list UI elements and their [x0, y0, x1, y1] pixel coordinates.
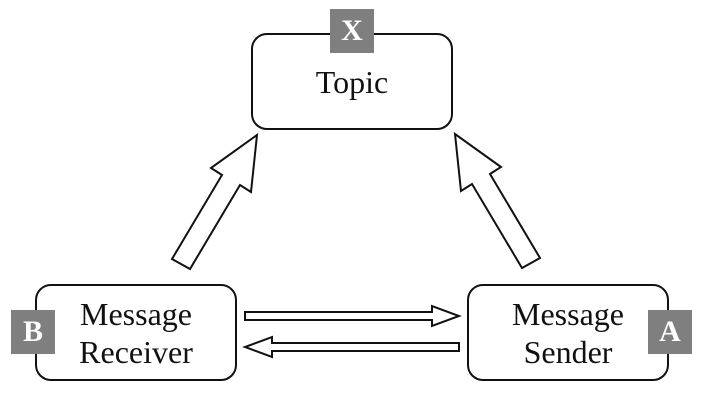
topic-label: Topic	[315, 63, 389, 100]
topic-node: Topic	[251, 33, 453, 130]
arrow-receiver-to-sender	[244, 304, 462, 328]
arrow-receiver-to-topic	[170, 132, 259, 271]
sender-label-line2: Sender	[523, 333, 613, 370]
receiver-label-line1: Message	[80, 295, 192, 332]
sender-badge: A	[648, 310, 692, 354]
receiver-label-line2: Receiver	[79, 333, 193, 370]
sender-label-line1: Message	[512, 295, 624, 332]
arrow-sender-to-receiver	[242, 335, 460, 359]
arrow-sender-to-topic	[453, 131, 542, 270]
message-sender-node: Message Sender	[467, 284, 669, 381]
topic-badge: X	[330, 9, 374, 53]
receiver-badge: B	[11, 310, 55, 354]
message-receiver-node: Message Receiver	[35, 284, 237, 381]
